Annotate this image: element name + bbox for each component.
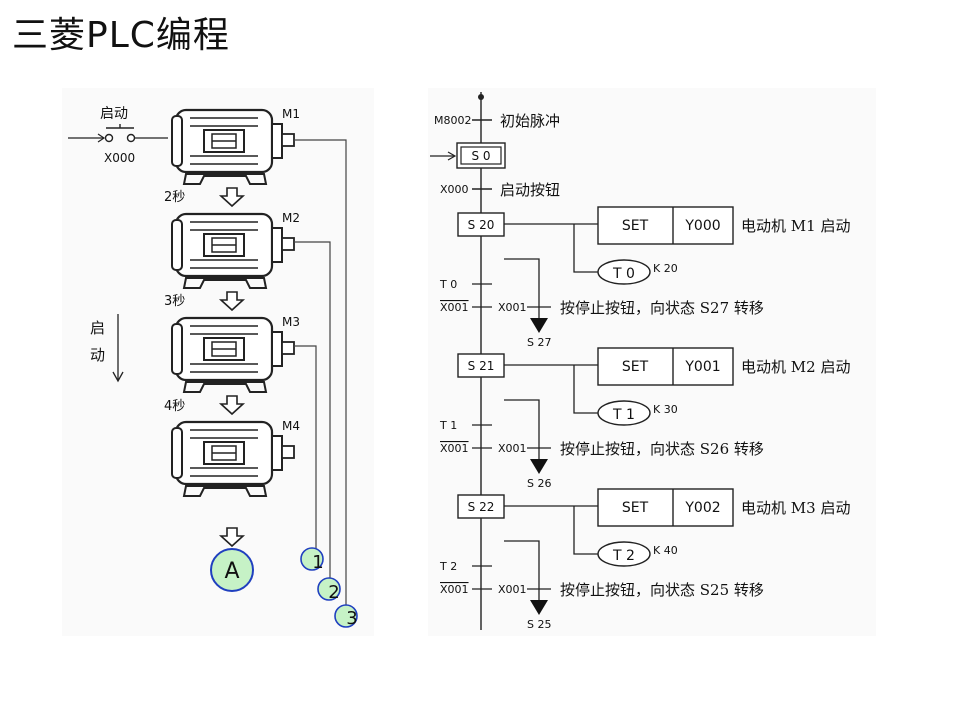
motor-label-m2: M2	[282, 211, 300, 225]
set-instruction: SET	[622, 500, 649, 516]
stop-jump-contact: X001	[498, 583, 527, 596]
timer-contact-label: T 1	[439, 419, 457, 432]
set-output: Y002	[684, 500, 720, 516]
motor-m2-icon	[170, 212, 296, 290]
down-arrow-icon	[220, 291, 244, 311]
wire-m1	[294, 139, 347, 612]
direction-label-start-1: 启	[90, 319, 105, 337]
step-description: 电动机 M3 启动	[741, 499, 850, 517]
stop-contact-label: X001	[440, 301, 469, 314]
direction-arrow-icon	[112, 314, 124, 383]
terminal-label-1: 1	[312, 552, 323, 573]
step-s20: S 20 SET Y000 电动机 M1 启动 T 0 K 20 T 0 X00…	[439, 206, 850, 349]
stop-contact-label: X001	[440, 583, 469, 596]
wire-m2	[294, 241, 331, 588]
timer-constant: K 30	[653, 403, 678, 416]
rail-top-dot	[478, 94, 484, 100]
set-instruction: SET	[622, 359, 649, 375]
input-x000-label: X000	[104, 151, 135, 165]
terminal-circle-3	[334, 604, 358, 628]
start-contact-text: 启动按钮	[500, 181, 560, 199]
set-output: Y001	[684, 359, 720, 375]
timer-constant: K 20	[653, 262, 678, 275]
motor-label-m1: M1	[282, 107, 300, 121]
down-arrow-icon	[220, 395, 244, 415]
entry-arrow-icon	[430, 151, 457, 161]
motor-m1-icon	[170, 108, 296, 186]
timer-contact-label: T 0	[439, 278, 457, 291]
jump-target: S 26	[527, 477, 551, 490]
down-arrow-icon	[220, 527, 244, 547]
terminal-label-2: 2	[328, 582, 339, 603]
jump-target: S 25	[527, 618, 551, 631]
jump-description: 按停止按钮，向状态 S27 转移	[560, 299, 764, 317]
init-contact-text: 初始脉冲	[500, 112, 560, 130]
motor-label-m4: M4	[282, 419, 300, 433]
start-button-label: 启动	[100, 106, 128, 122]
stop-jump-contact: X001	[498, 442, 527, 455]
terminal-circle-2	[317, 577, 341, 601]
timer-label: T 2	[612, 548, 635, 564]
timer-constant: K 40	[653, 544, 678, 557]
timer-contact-label: T 2	[439, 560, 457, 573]
jump-description: 按停止按钮，向状态 S26 转移	[560, 440, 764, 458]
timer-label: T 0	[612, 266, 635, 282]
wire-m3	[294, 345, 317, 556]
step-description: 电动机 M1 启动	[741, 217, 850, 235]
jump-target: S 27	[527, 336, 551, 349]
page-title: 三菱PLC编程	[12, 15, 230, 56]
start-contact-label: X000	[440, 183, 469, 196]
delay-label-4s: 4秒	[164, 399, 185, 414]
step-state-label: S 20	[468, 218, 495, 232]
stop-jump-contact: X001	[498, 301, 527, 314]
state-s0-label: S 0	[471, 149, 490, 163]
step-state-label: S 22	[468, 500, 495, 514]
stop-contact-label: X001	[440, 442, 469, 455]
jump-description: 按停止按钮，向状态 S25 转移	[560, 581, 764, 599]
motor-label-m3: M3	[282, 315, 300, 329]
down-arrow-icon	[220, 187, 244, 207]
terminal-circle-1	[300, 547, 324, 571]
connector-a-label: A	[224, 559, 239, 584]
direction-label-start-2: 动	[90, 346, 105, 364]
step-state-label: S 21	[468, 359, 495, 373]
connector-a	[210, 548, 254, 592]
delay-label-3s: 3秒	[164, 294, 185, 309]
init-contact-label: M8002	[434, 114, 472, 127]
set-instruction: SET	[622, 218, 649, 234]
start-switch-symbol	[68, 124, 168, 143]
step-s22: S 22 SET Y002 电动机 M3 启动 T 2 K 40 T 2 X00…	[439, 488, 850, 631]
motor-m3-icon	[170, 316, 296, 394]
step-description: 电动机 M2 启动	[741, 358, 850, 376]
terminal-label-3: 3	[346, 608, 357, 629]
delay-label-2s: 2秒	[164, 190, 185, 205]
step-s21: S 21 SET Y001 电动机 M2 启动 T 1 K 30 T 1 X00…	[439, 347, 850, 490]
timer-label: T 1	[612, 407, 635, 423]
motor-m4-icon	[170, 420, 296, 498]
set-output: Y000	[684, 218, 720, 234]
